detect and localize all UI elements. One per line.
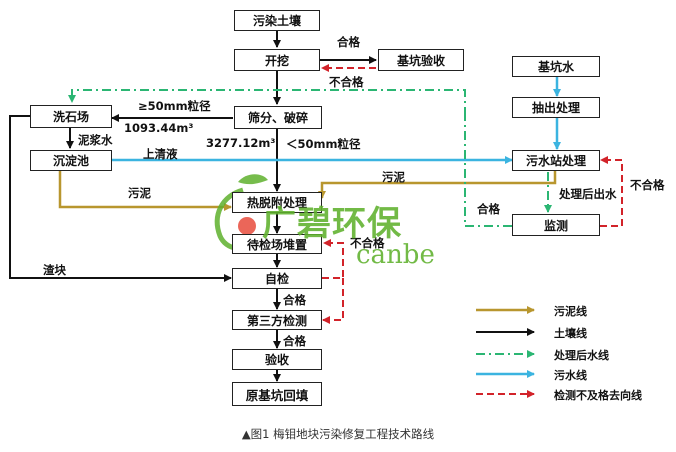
watermark-text: 广碧环保 <box>262 204 402 244</box>
box-pending-stockpile: 待检场堆置 <box>232 234 322 254</box>
wastewater-lines <box>112 77 561 164</box>
label-sludge-right: 污泥 <box>382 170 405 184</box>
box-excavation: 开挖 <box>234 49 320 71</box>
box-pit-acceptance: 基坑验收 <box>378 49 464 71</box>
legend-failed-line: 检测不及格去向线 <box>554 389 642 402</box>
label-qualified-low: 合格 <box>283 334 306 348</box>
box-screening-crushing: 筛分、破碎 <box>234 106 322 129</box>
legend-treated-water-line: 处理后水线 <box>554 349 609 362</box>
box-wastewater-station: 污水站处理 <box>512 150 600 171</box>
label-unqualified-mid: 不合格 <box>350 236 385 250</box>
legend-wastewater-line: 污水线 <box>554 369 587 382</box>
box-backfill: 原基坑回填 <box>232 382 322 406</box>
legend-soil-line: 土壤线 <box>554 327 587 340</box>
legend-sludge-line: 污泥线 <box>554 305 587 318</box>
label-treated-water: 处理后出水 <box>559 187 617 201</box>
label-supernatant: 上清液 <box>143 147 178 161</box>
label-qualified-top: 合格 <box>337 35 360 49</box>
box-acceptance: 验收 <box>232 349 322 370</box>
figure-caption: ▲图1 梅钼地块污染修复工程技术路线 <box>241 427 435 441</box>
box-sedimentation-tank: 沉淀池 <box>30 150 112 171</box>
failed-lines <box>321 64 623 324</box>
box-contaminated-soil: 污染土壤 <box>234 10 320 31</box>
box-pit-water: 基坑水 <box>512 56 600 77</box>
legend-lines <box>476 306 535 398</box>
box-self-check: 自检 <box>232 268 322 289</box>
treated-water-lines <box>68 89 552 227</box>
watermark-subtext: canbe <box>356 240 435 270</box>
label-sludge-left: 污泥 <box>128 186 151 200</box>
box-monitoring: 监测 <box>512 214 600 236</box>
label-slag: 渣块 <box>43 263 66 277</box>
box-washing-yard: 洗石场 <box>30 105 112 128</box>
label-lt50mm: ＜50mm粒径 <box>286 137 361 151</box>
label-mud-water: 泥浆水 <box>78 133 113 147</box>
sludge-lines <box>58 171 557 211</box>
label-lt50-volume: 3277.12m³ <box>206 136 276 150</box>
label-unqualified-top: 不合格 <box>329 75 364 89</box>
label-gt50mm: ≥50mm粒径 <box>138 99 211 113</box>
label-gt50-volume: 1093.44m³ <box>124 121 194 135</box>
box-thermal-desorption: 热脱附处理 <box>232 192 322 213</box>
label-qualified-right: 合格 <box>477 202 500 216</box>
label-qualified-mid: 合格 <box>283 293 306 307</box>
box-pumping-treatment: 抽出处理 <box>512 97 600 118</box>
label-unqualified-right: 不合格 <box>630 178 665 192</box>
box-third-party-test: 第三方检测 <box>232 310 322 330</box>
